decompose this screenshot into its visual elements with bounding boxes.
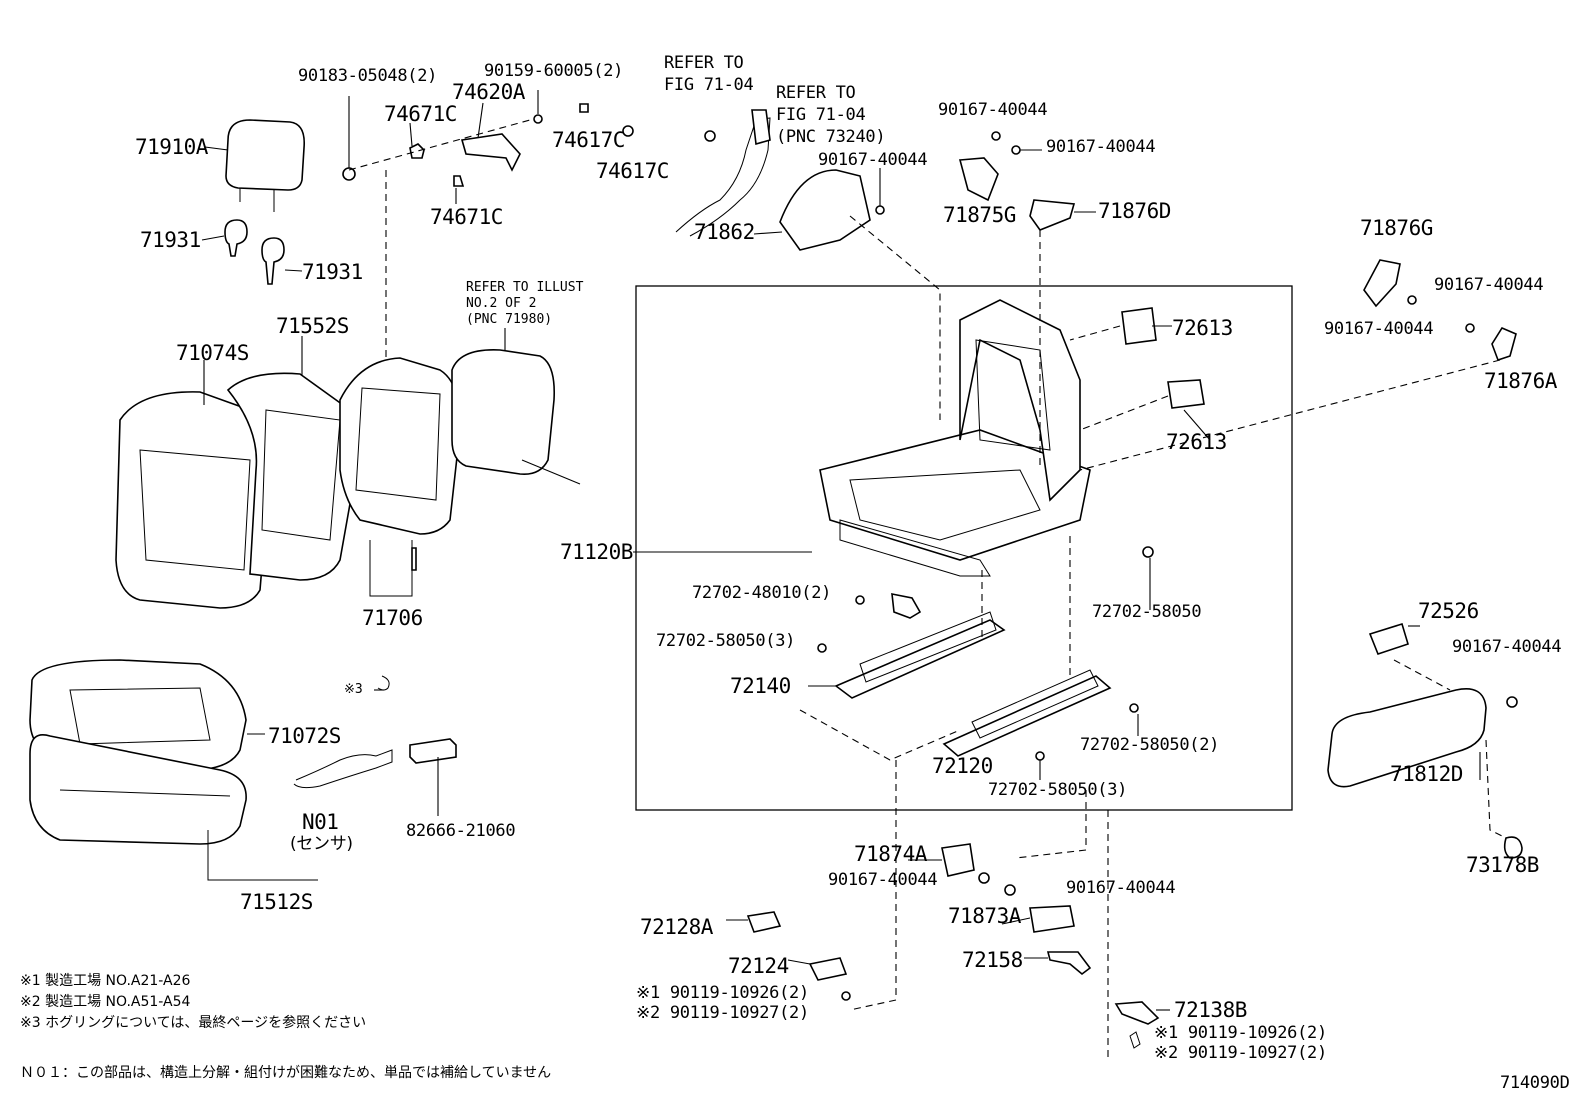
seat-cushion-assembly xyxy=(29,659,318,881)
label-90167-a: 90167-40044 xyxy=(818,150,928,170)
label-74671C-a: 74671C xyxy=(384,102,457,126)
note-3: ※3 ホグリングについては、最終ページを参照ください xyxy=(20,1015,367,1031)
label-74617C-b: 74617C xyxy=(596,159,669,183)
label-90119-a: ※1 90119-10926(2) xyxy=(636,983,809,1003)
label-refer-2c: (PNC 73240) xyxy=(776,127,886,147)
side-cover-part xyxy=(1327,622,1523,859)
label-71120B: 71120B xyxy=(560,540,633,564)
seat-track-rails xyxy=(799,536,1154,780)
label-illust-1: REFER TO ILLUST xyxy=(466,280,584,295)
label-72613-a: 72613 xyxy=(1172,316,1233,340)
note-n01: Ｎ０１：この部品は、構造上分解・組付けが困難なため、単品では補給していません xyxy=(20,1065,552,1081)
label-71072S: 71072S xyxy=(268,724,341,748)
label-71074S: 71074S xyxy=(176,341,249,365)
label-71931-a: 71931 xyxy=(140,228,201,252)
label-90119-c: ※1 90119-10926(2) xyxy=(1154,1023,1327,1043)
upper-right-brackets xyxy=(958,131,1517,471)
label-71931-b: 71931 xyxy=(302,260,363,284)
label-refer-1b: FIG 71-04 xyxy=(664,75,754,95)
label-N01: N01 xyxy=(302,810,339,834)
label-72702-48010: 72702-48010(2) xyxy=(692,583,832,603)
label-71876D: 71876D xyxy=(1098,199,1171,223)
label-90167-f: 90167-40044 xyxy=(1452,637,1562,657)
label-72128A: 72128A xyxy=(640,915,713,939)
label-90167-c: 90167-40044 xyxy=(1046,137,1156,157)
label-90167-d: 90167-40044 xyxy=(1434,275,1544,295)
label-refer-2b: FIG 71-04 xyxy=(776,105,866,125)
label-71512S: 71512S xyxy=(240,890,313,914)
label-71706: 71706 xyxy=(362,606,423,630)
label-ref3: ※3 xyxy=(344,682,363,697)
figure-id: 714090D xyxy=(1500,1073,1570,1093)
label-sensor: (センサ) xyxy=(290,834,353,854)
frame-assembly-box xyxy=(635,285,1293,811)
label-72613-b: 72613 xyxy=(1166,430,1227,454)
label-71875G: 71875G xyxy=(943,203,1016,227)
headrest-part xyxy=(204,119,306,212)
label-72158: 72158 xyxy=(962,948,1023,972)
label-72702-58050-c: 72702-58050(2) xyxy=(1080,735,1220,755)
sensor-and-connector xyxy=(293,675,457,816)
label-illust-2: NO.2 OF 2 xyxy=(466,296,537,311)
label-71873A: 71873A xyxy=(948,904,1021,928)
label-74671C-b: 74671C xyxy=(430,205,503,229)
label-71874A: 71874A xyxy=(854,842,927,866)
lower-center-parts xyxy=(726,760,1170,1060)
label-72140: 72140 xyxy=(730,674,791,698)
label-90159: 90159-60005(2) xyxy=(484,61,624,81)
label-82666: 82666-21060 xyxy=(406,821,516,841)
label-72526: 72526 xyxy=(1418,599,1479,623)
seatback-assembly xyxy=(115,170,581,609)
label-74620A: 74620A xyxy=(452,80,525,104)
label-72702-58050-b: 72702-58050 xyxy=(1092,602,1202,622)
label-71812D: 71812D xyxy=(1390,762,1463,786)
label-72138B: 72138B xyxy=(1174,998,1247,1022)
label-71862: 71862 xyxy=(694,220,755,244)
label-72702-58050-d: 72702-58050(3) xyxy=(988,780,1128,800)
note-1: ※1 製造工場 NO.A21-A26 xyxy=(20,973,191,989)
label-refer-2: REFER TO xyxy=(776,83,856,103)
harness-and-cover xyxy=(675,109,941,420)
label-refer-1: REFER TO xyxy=(664,53,744,73)
small-fasteners-top xyxy=(342,90,634,204)
label-90183: 90183-05048(2) xyxy=(298,66,438,86)
label-90167-b: 90167-40044 xyxy=(938,100,1048,120)
label-90119-b: ※2 90119-10927(2) xyxy=(636,1003,809,1023)
label-90167-h: 90167-40044 xyxy=(1066,878,1176,898)
label-74617C-a: 74617C xyxy=(552,128,625,152)
headrest-guide-parts xyxy=(201,219,303,285)
label-71910A: 71910A xyxy=(135,135,208,159)
label-73178B: 73178B xyxy=(1466,853,1539,877)
note-2: ※2 製造工場 NO.A51-A54 xyxy=(20,994,191,1010)
label-90167-e: 90167-40044 xyxy=(1324,319,1434,339)
label-72124: 72124 xyxy=(728,954,789,978)
seat-frame-part xyxy=(633,299,1091,577)
label-71552S: 71552S xyxy=(276,314,349,338)
label-90119-d: ※2 90119-10927(2) xyxy=(1154,1043,1327,1063)
label-72120: 72120 xyxy=(932,754,993,778)
label-71876A: 71876A xyxy=(1484,369,1557,393)
label-72702-58050-a: 72702-58050(3) xyxy=(656,631,796,651)
label-illust-3: (PNC 71980) xyxy=(466,312,553,327)
label-71876G: 71876G xyxy=(1360,216,1433,240)
label-90167-g: 90167-40044 xyxy=(828,870,938,890)
